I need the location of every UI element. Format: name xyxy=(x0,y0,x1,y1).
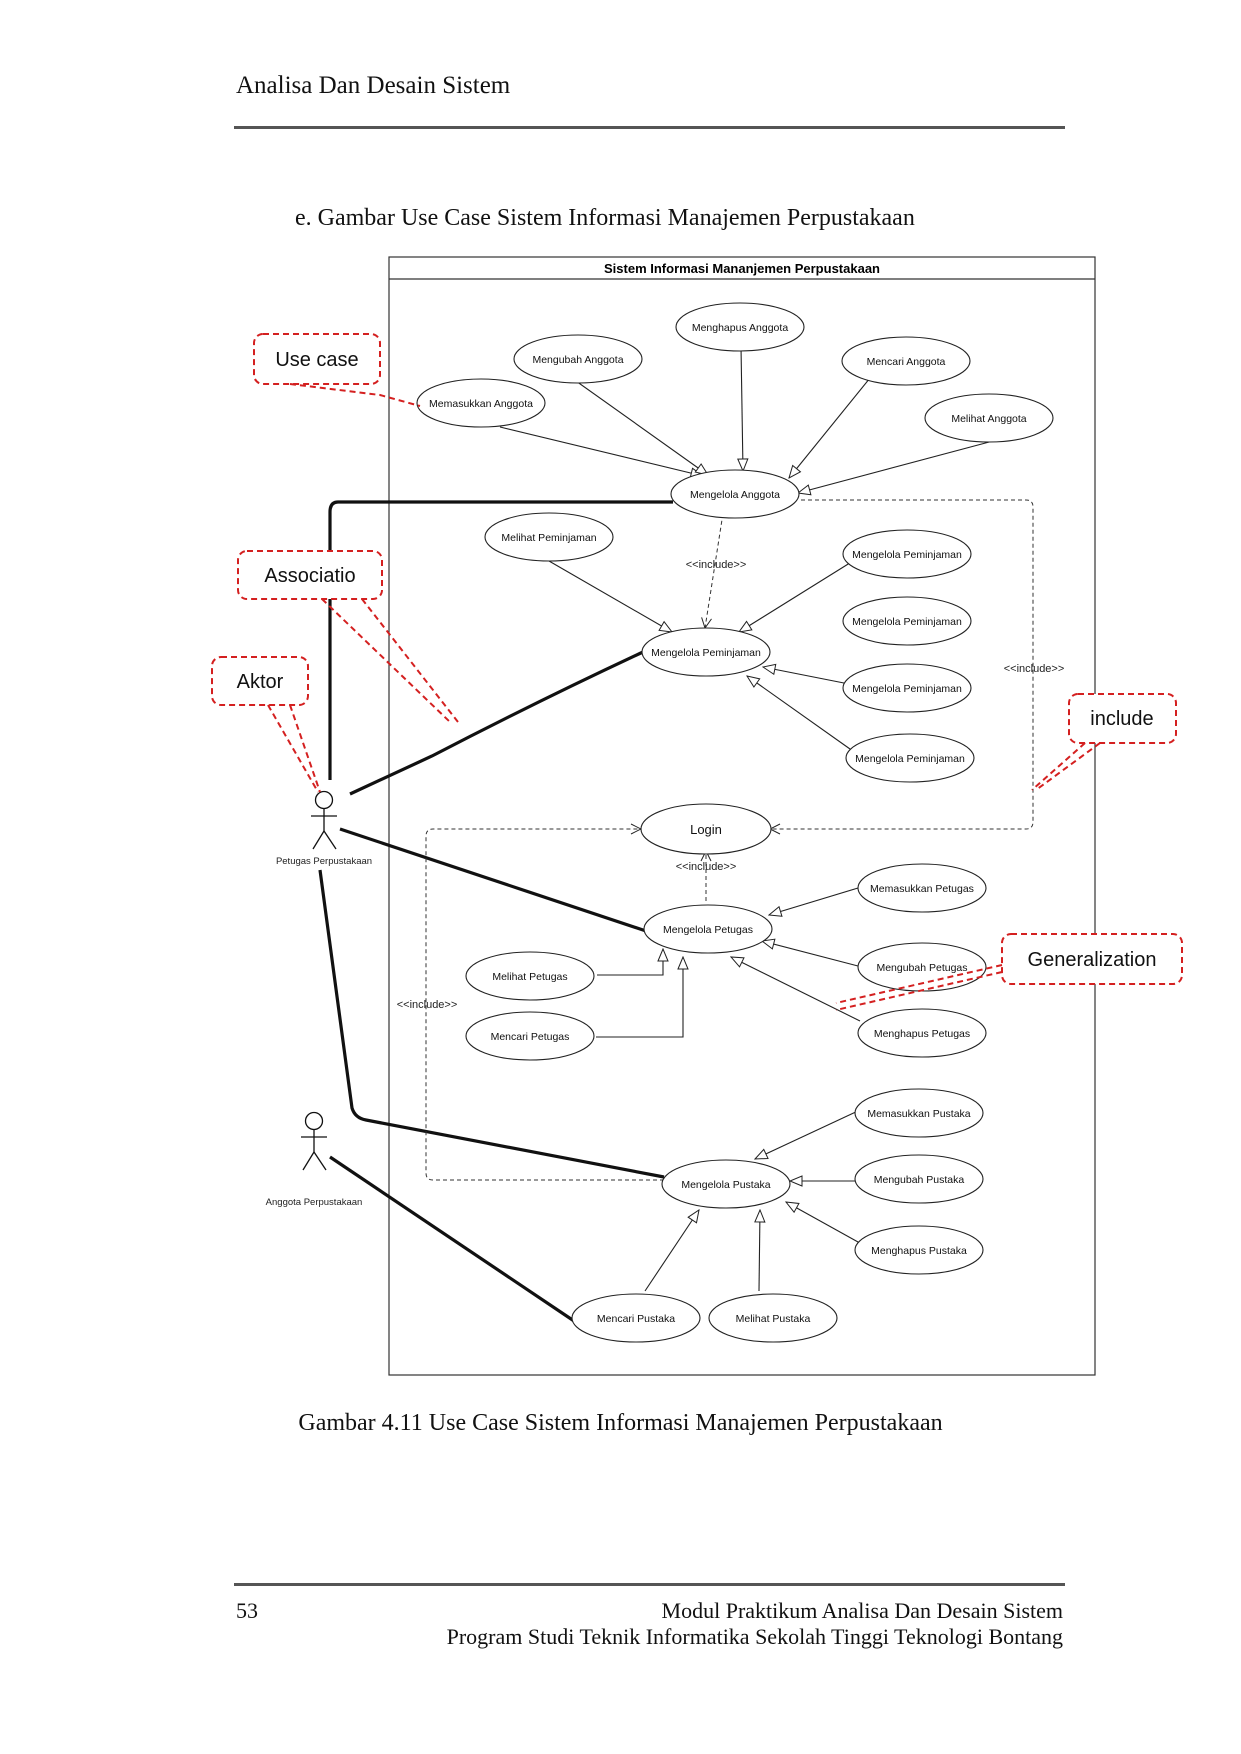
svg-text:Memasukkan Pustaka: Memasukkan Pustaka xyxy=(867,1108,970,1120)
use-case-mengelola-peminjaman: Mengelola Peminjaman xyxy=(641,627,771,677)
use-case-menghapus-pustaka: Menghapus Pustaka xyxy=(854,1225,984,1275)
svg-text:Melihat Pustaka: Melihat Pustaka xyxy=(736,1313,811,1325)
callout-generalization-label: Generalization xyxy=(1028,949,1157,971)
use-case-melihat-pustaka: Melihat Pustaka xyxy=(708,1293,838,1343)
system-boundary xyxy=(388,256,1096,1376)
callout-actor-label: Aktor xyxy=(237,671,284,693)
footer-institution: Program Studi Teknik Informatika Sekolah… xyxy=(446,1624,1063,1649)
footer-module-title: Modul Praktikum Analisa Dan Desain Siste… xyxy=(661,1598,1063,1623)
use-case-mengubah-pustaka: Mengubah Pustaka xyxy=(854,1154,984,1204)
svg-text:Mengelola Petugas: Mengelola Petugas xyxy=(663,924,753,936)
svg-text:Login: Login xyxy=(690,822,722,837)
callout-actor-pointer xyxy=(267,704,321,793)
use-case-mengelola-anggota: Mengelola Anggota xyxy=(670,469,800,519)
use-case-peminjaman-3: Mengelola Peminjaman xyxy=(842,663,972,713)
use-case-peminjaman-2: Mengelola Peminjaman xyxy=(842,596,972,646)
use-case-melihat-peminjaman: Melihat Peminjaman xyxy=(484,512,614,562)
include-label-right: <<include>> xyxy=(1004,663,1065,675)
include-label-login: <<include>> xyxy=(676,861,737,873)
callout-association-box xyxy=(237,550,383,600)
svg-text:Mengelola Peminjaman: Mengelola Peminjaman xyxy=(852,616,962,628)
svg-text:Mengelola Peminjaman: Mengelola Peminjaman xyxy=(651,647,761,659)
svg-text:Mengelola Peminjaman: Mengelola Peminjaman xyxy=(852,683,962,695)
actor-petugas xyxy=(311,790,337,850)
use-case-mengelola-pustaka: Mengelola Pustaka xyxy=(661,1159,791,1209)
actor-anggota-label: Anggota Perpustakaan xyxy=(266,1197,363,1208)
use-case-peminjaman-4: Mengelola Peminjaman xyxy=(845,733,975,783)
svg-text:Melihat Peminjaman: Melihat Peminjaman xyxy=(501,532,596,544)
use-case-menghapus-petugas: Menghapus Petugas xyxy=(857,1008,987,1058)
svg-text:Melihat Petugas: Melihat Petugas xyxy=(492,971,567,983)
svg-text:Mengubah Pustaka: Mengubah Pustaka xyxy=(874,1174,965,1186)
use-case-peminjaman-1: Mengelola Peminjaman xyxy=(842,529,972,579)
use-case-mencari-pustaka: Mencari Pustaka xyxy=(571,1293,701,1343)
callout-use-case-pointer xyxy=(289,383,421,407)
svg-text:Mengelola Peminjaman: Mengelola Peminjaman xyxy=(852,549,962,561)
use-case-melihat-anggota: Melihat Anggota xyxy=(924,393,1054,443)
footer-rule xyxy=(234,1583,1065,1586)
svg-text:Mengelola Anggota: Mengelola Anggota xyxy=(690,489,780,501)
svg-text:Menghapus Anggota: Menghapus Anggota xyxy=(692,322,788,334)
svg-text:Mencari Anggota: Mencari Anggota xyxy=(867,356,946,368)
svg-text:Memasukkan Petugas: Memasukkan Petugas xyxy=(870,883,974,895)
use-case-mengubah-anggota: Mengubah Anggota xyxy=(513,334,643,384)
callout-generalization-pointer xyxy=(835,964,1003,1011)
generalization-lines xyxy=(499,345,994,1292)
use-case-mengubah-petugas: Mengubah Petugas xyxy=(857,942,987,992)
callout-generalization-box xyxy=(1001,933,1183,985)
callout-use-case-label: Use case xyxy=(275,349,358,371)
system-title: Sistem Informasi Mananjemen Perpustakaan xyxy=(604,261,880,276)
svg-text:Mengelola Pustaka: Mengelola Pustaka xyxy=(681,1179,770,1191)
svg-text:Mengelola Peminjaman: Mengelola Peminjaman xyxy=(855,753,965,765)
callout-actor-box xyxy=(211,656,309,706)
header-rule xyxy=(234,126,1065,129)
svg-text:Memasukkan Anggota: Memasukkan Anggota xyxy=(429,398,533,410)
use-case-login: Login xyxy=(640,803,772,855)
callout-use-case-box xyxy=(253,333,381,385)
callout-include-box xyxy=(1068,693,1177,744)
callout-include-pointer xyxy=(1031,742,1101,791)
include-label-anggota: <<include>> xyxy=(686,559,747,571)
svg-text:Menghapus Petugas: Menghapus Petugas xyxy=(874,1028,970,1040)
callout-include-label: include xyxy=(1090,708,1153,730)
use-case-menghapus-anggota: Menghapus Anggota xyxy=(675,302,805,352)
actor-petugas-label: Petugas Perpustakaan xyxy=(276,856,372,867)
actor-anggota xyxy=(301,1111,327,1171)
svg-text:Mengubah Anggota: Mengubah Anggota xyxy=(532,354,623,366)
page-number: 53 xyxy=(236,1598,258,1623)
figure-caption: Gambar 4.11 Use Case Sistem Informasi Ma… xyxy=(298,1410,943,1436)
use-case-memasukkan-pustaka: Memasukkan Pustaka xyxy=(854,1088,984,1138)
include-label-left: <<include>> xyxy=(397,999,458,1011)
callout-association-pointer xyxy=(321,598,459,723)
svg-text:Mencari Petugas: Mencari Petugas xyxy=(491,1031,570,1043)
callout-association-label: Associatio xyxy=(264,565,355,587)
section-title: e. Gambar Use Case Sistem Informasi Mana… xyxy=(295,205,915,231)
use-case-mengelola-petugas: Mengelola Petugas xyxy=(643,904,773,954)
use-case-melihat-petugas: Melihat Petugas xyxy=(465,951,595,1001)
svg-text:Mengubah Petugas: Mengubah Petugas xyxy=(876,962,967,974)
association-lines xyxy=(318,500,673,1325)
include-lines xyxy=(425,499,1034,1181)
svg-text:Melihat Anggota: Melihat Anggota xyxy=(951,413,1026,425)
page-header: Analisa Dan Desain Sistem xyxy=(236,72,511,99)
svg-text:Menghapus Pustaka: Menghapus Pustaka xyxy=(871,1245,967,1257)
use-case-memasukkan-anggota: Memasukkan Anggota xyxy=(416,378,546,428)
use-case-mencari-anggota: Mencari Anggota xyxy=(841,336,971,386)
use-case-mencari-petugas: Mencari Petugas xyxy=(465,1011,595,1061)
use-case-memasukkan-petugas: Memasukkan Petugas xyxy=(857,863,987,913)
svg-text:Mencari Pustaka: Mencari Pustaka xyxy=(597,1313,675,1325)
